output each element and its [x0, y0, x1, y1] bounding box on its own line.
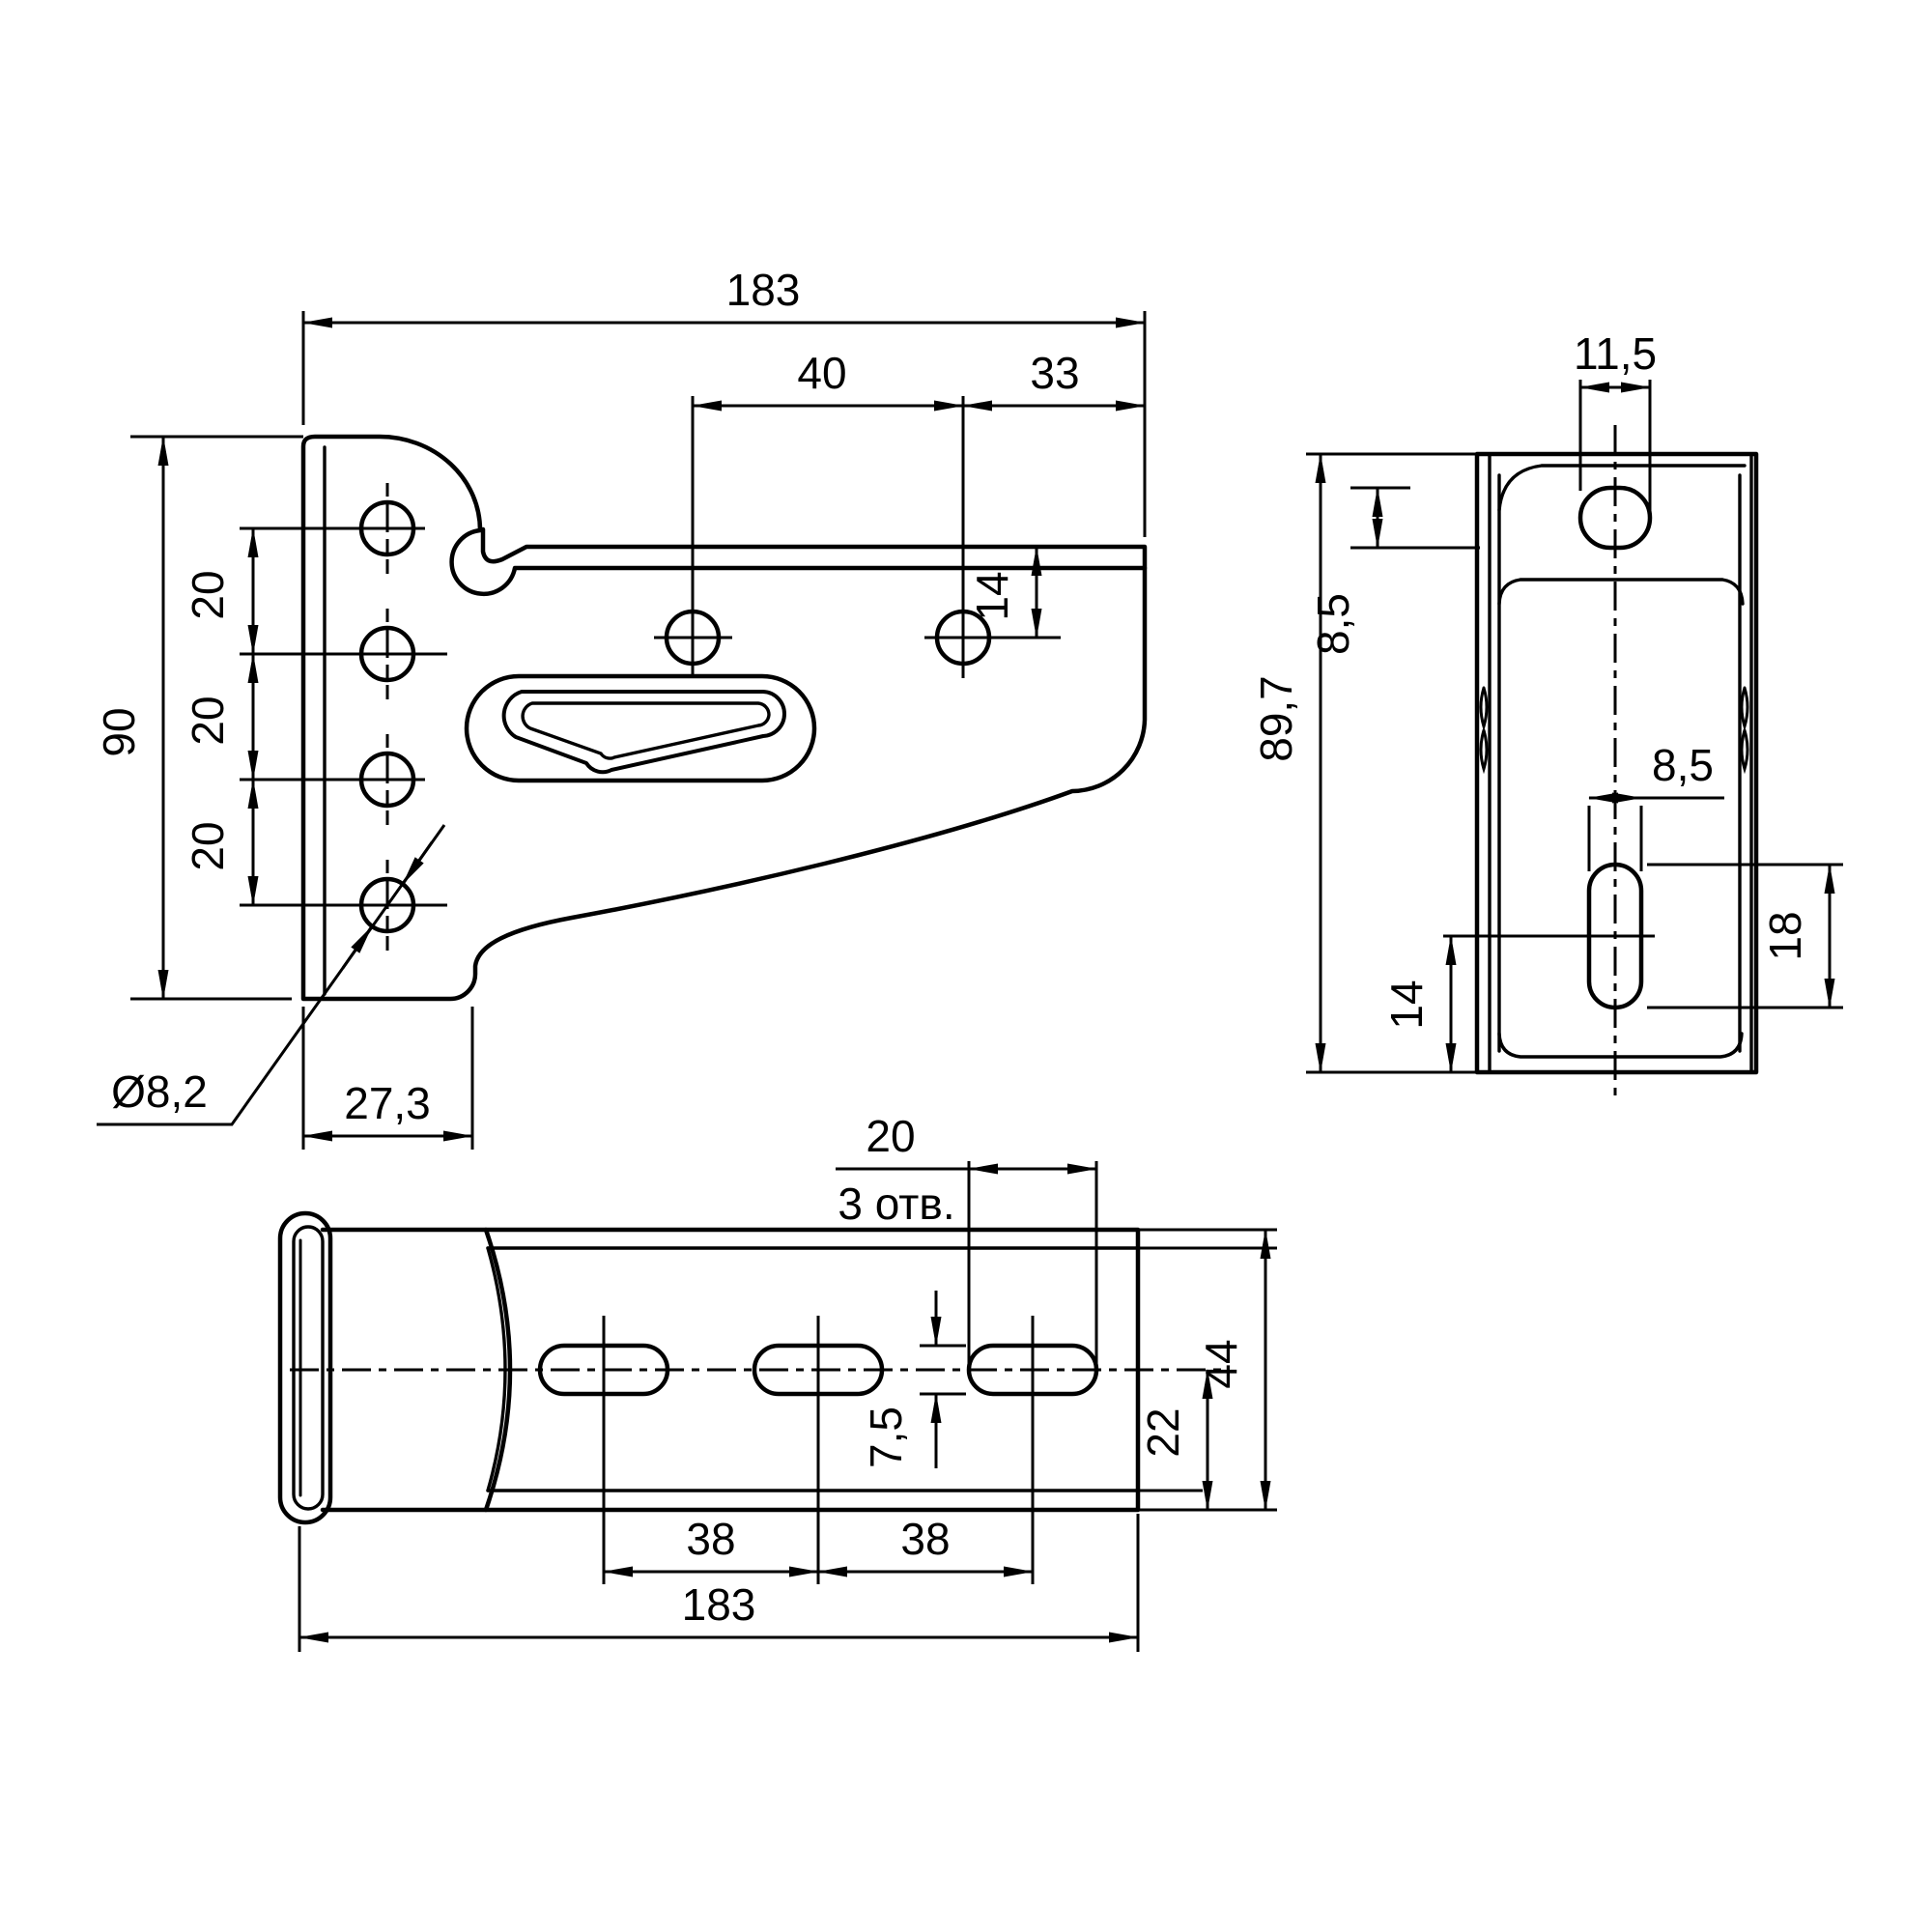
bottom-dim-overall-length: 183: [298, 1514, 1140, 1652]
front-dim-overall-width-label: 183: [726, 265, 801, 315]
side-view: 11,5 8,5 89,7 8,5 18 14: [1251, 328, 1843, 1101]
bottom-dim-slot-pitch-1-label: 38: [686, 1514, 735, 1564]
front-slot-tongue: [521, 701, 771, 760]
front-dim-plate-height: 90: [94, 435, 303, 1001]
bottom-bar-thickness-lines: [486, 1246, 1140, 1492]
side-dim-top-slot-width: 11,5: [1574, 328, 1657, 522]
front-dim-arm-edge-offset: 33: [962, 348, 1146, 412]
side-flange-inner-top-line: [1497, 464, 1747, 512]
front-slot-opening: [501, 690, 787, 775]
side-outline: [1474, 451, 1759, 1075]
bottom-dim-center-offset: 22: [1138, 1369, 1213, 1511]
front-dim-foot-width: 27,3: [301, 1007, 474, 1150]
side-wall-notch-right: [1740, 686, 1749, 775]
side-dim-bottom-slot-width: 8,5: [1587, 740, 1724, 871]
side-dim-overall-height: 89,7: [1251, 452, 1477, 1074]
side-dim-bottom-slot-height: 18: [1647, 863, 1843, 1009]
side-dim-bottom-slot-width-label: 8,5: [1652, 740, 1714, 790]
front-dim-arm-edge-offset-label: 33: [1030, 348, 1079, 398]
side-web-line: [1497, 578, 1745, 606]
side-dim-overall-height-label: 89,7: [1251, 675, 1301, 762]
front-dim-hole-pitch-2-label: 20: [183, 696, 233, 745]
side-dim-top-slot-height-label: 8,5: [1308, 593, 1358, 655]
side-dim-top-slot-width-label: 11,5: [1574, 328, 1657, 379]
bottom-dim-slot-pitch-2-label: 38: [900, 1514, 950, 1564]
front-dim-plate-height-label: 90: [94, 707, 144, 756]
side-dim-bottom-slot-offset-label: 14: [1381, 980, 1432, 1029]
front-view: 183 40 33 90 20 20 20 14: [94, 265, 1148, 1150]
side-wall-inner-lines: [1488, 452, 1753, 1072]
bottom-end-cap-inner: [292, 1225, 325, 1511]
front-dim-hole-pitch-3-label: 20: [183, 821, 233, 870]
front-dim-overall-width: 183: [301, 265, 1147, 537]
front-dim-arm-hole-pitch-label: 40: [797, 348, 846, 398]
front-outline: [300, 434, 1148, 1002]
bottom-dim-overall-width: 44: [1196, 1229, 1271, 1511]
front-dim-arm-hole-drop-label: 14: [967, 571, 1017, 620]
front-dim-hole-pitches: 20 20 20: [183, 527, 259, 906]
bottom-dim-overall-width-label: 44: [1196, 1339, 1246, 1388]
bottom-dim-slot-width-label: 7,5: [861, 1406, 911, 1468]
front-plate-holes-horizontal-centerlines: [240, 526, 447, 907]
front-flange-top-line-and-hook: [480, 526, 1148, 571]
bottom-right-extension-lines: [1138, 1228, 1277, 1512]
front-dim-arm-hole-drop: 14: [967, 546, 1042, 639]
front-arm-holes-vertical-extensions: [691, 396, 965, 678]
bottom-dim-slot-width: 7,5: [861, 1291, 966, 1468]
bottom-dim-slot-length: 20 3 отв.: [836, 1111, 1098, 1372]
bottom-slot-center-extensions: [602, 1316, 1035, 1584]
bottom-dim-slot-length-label: 20: [866, 1111, 915, 1161]
front-dim-foot-width-label: 27,3: [344, 1078, 431, 1128]
bottom-end-cap-outer: [277, 1210, 333, 1525]
front-dim-plate-hole-diameter: Ø8,2: [97, 824, 446, 1126]
side-dim-bottom-slot-height-label: 18: [1760, 911, 1810, 960]
bottom-dim-slot-pitches: 38 38: [603, 1514, 1034, 1577]
side-inner-bottom-line: [1497, 1032, 1744, 1059]
bottom-slot-count-note: 3 отв.: [838, 1179, 954, 1229]
front-dim-hole-pitch-1-label: 20: [183, 570, 233, 619]
bottom-dim-overall-length-label: 183: [682, 1579, 756, 1630]
front-dim-arm-hole-pitch: 40: [692, 348, 964, 412]
side-dim-bottom-slot-offset: 14: [1381, 934, 1655, 1073]
bottom-view: 20 3 отв. 7,5 38 38 183 22: [277, 1111, 1277, 1652]
front-slot-boss: [464, 673, 817, 783]
bottom-dim-center-offset-label: 22: [1138, 1407, 1188, 1457]
side-wall-notch-left: [1479, 686, 1489, 775]
side-dim-top-slot-height: 8,5: [1308, 486, 1480, 655]
front-dim-plate-hole-diameter-label: Ø8,2: [111, 1066, 208, 1117]
